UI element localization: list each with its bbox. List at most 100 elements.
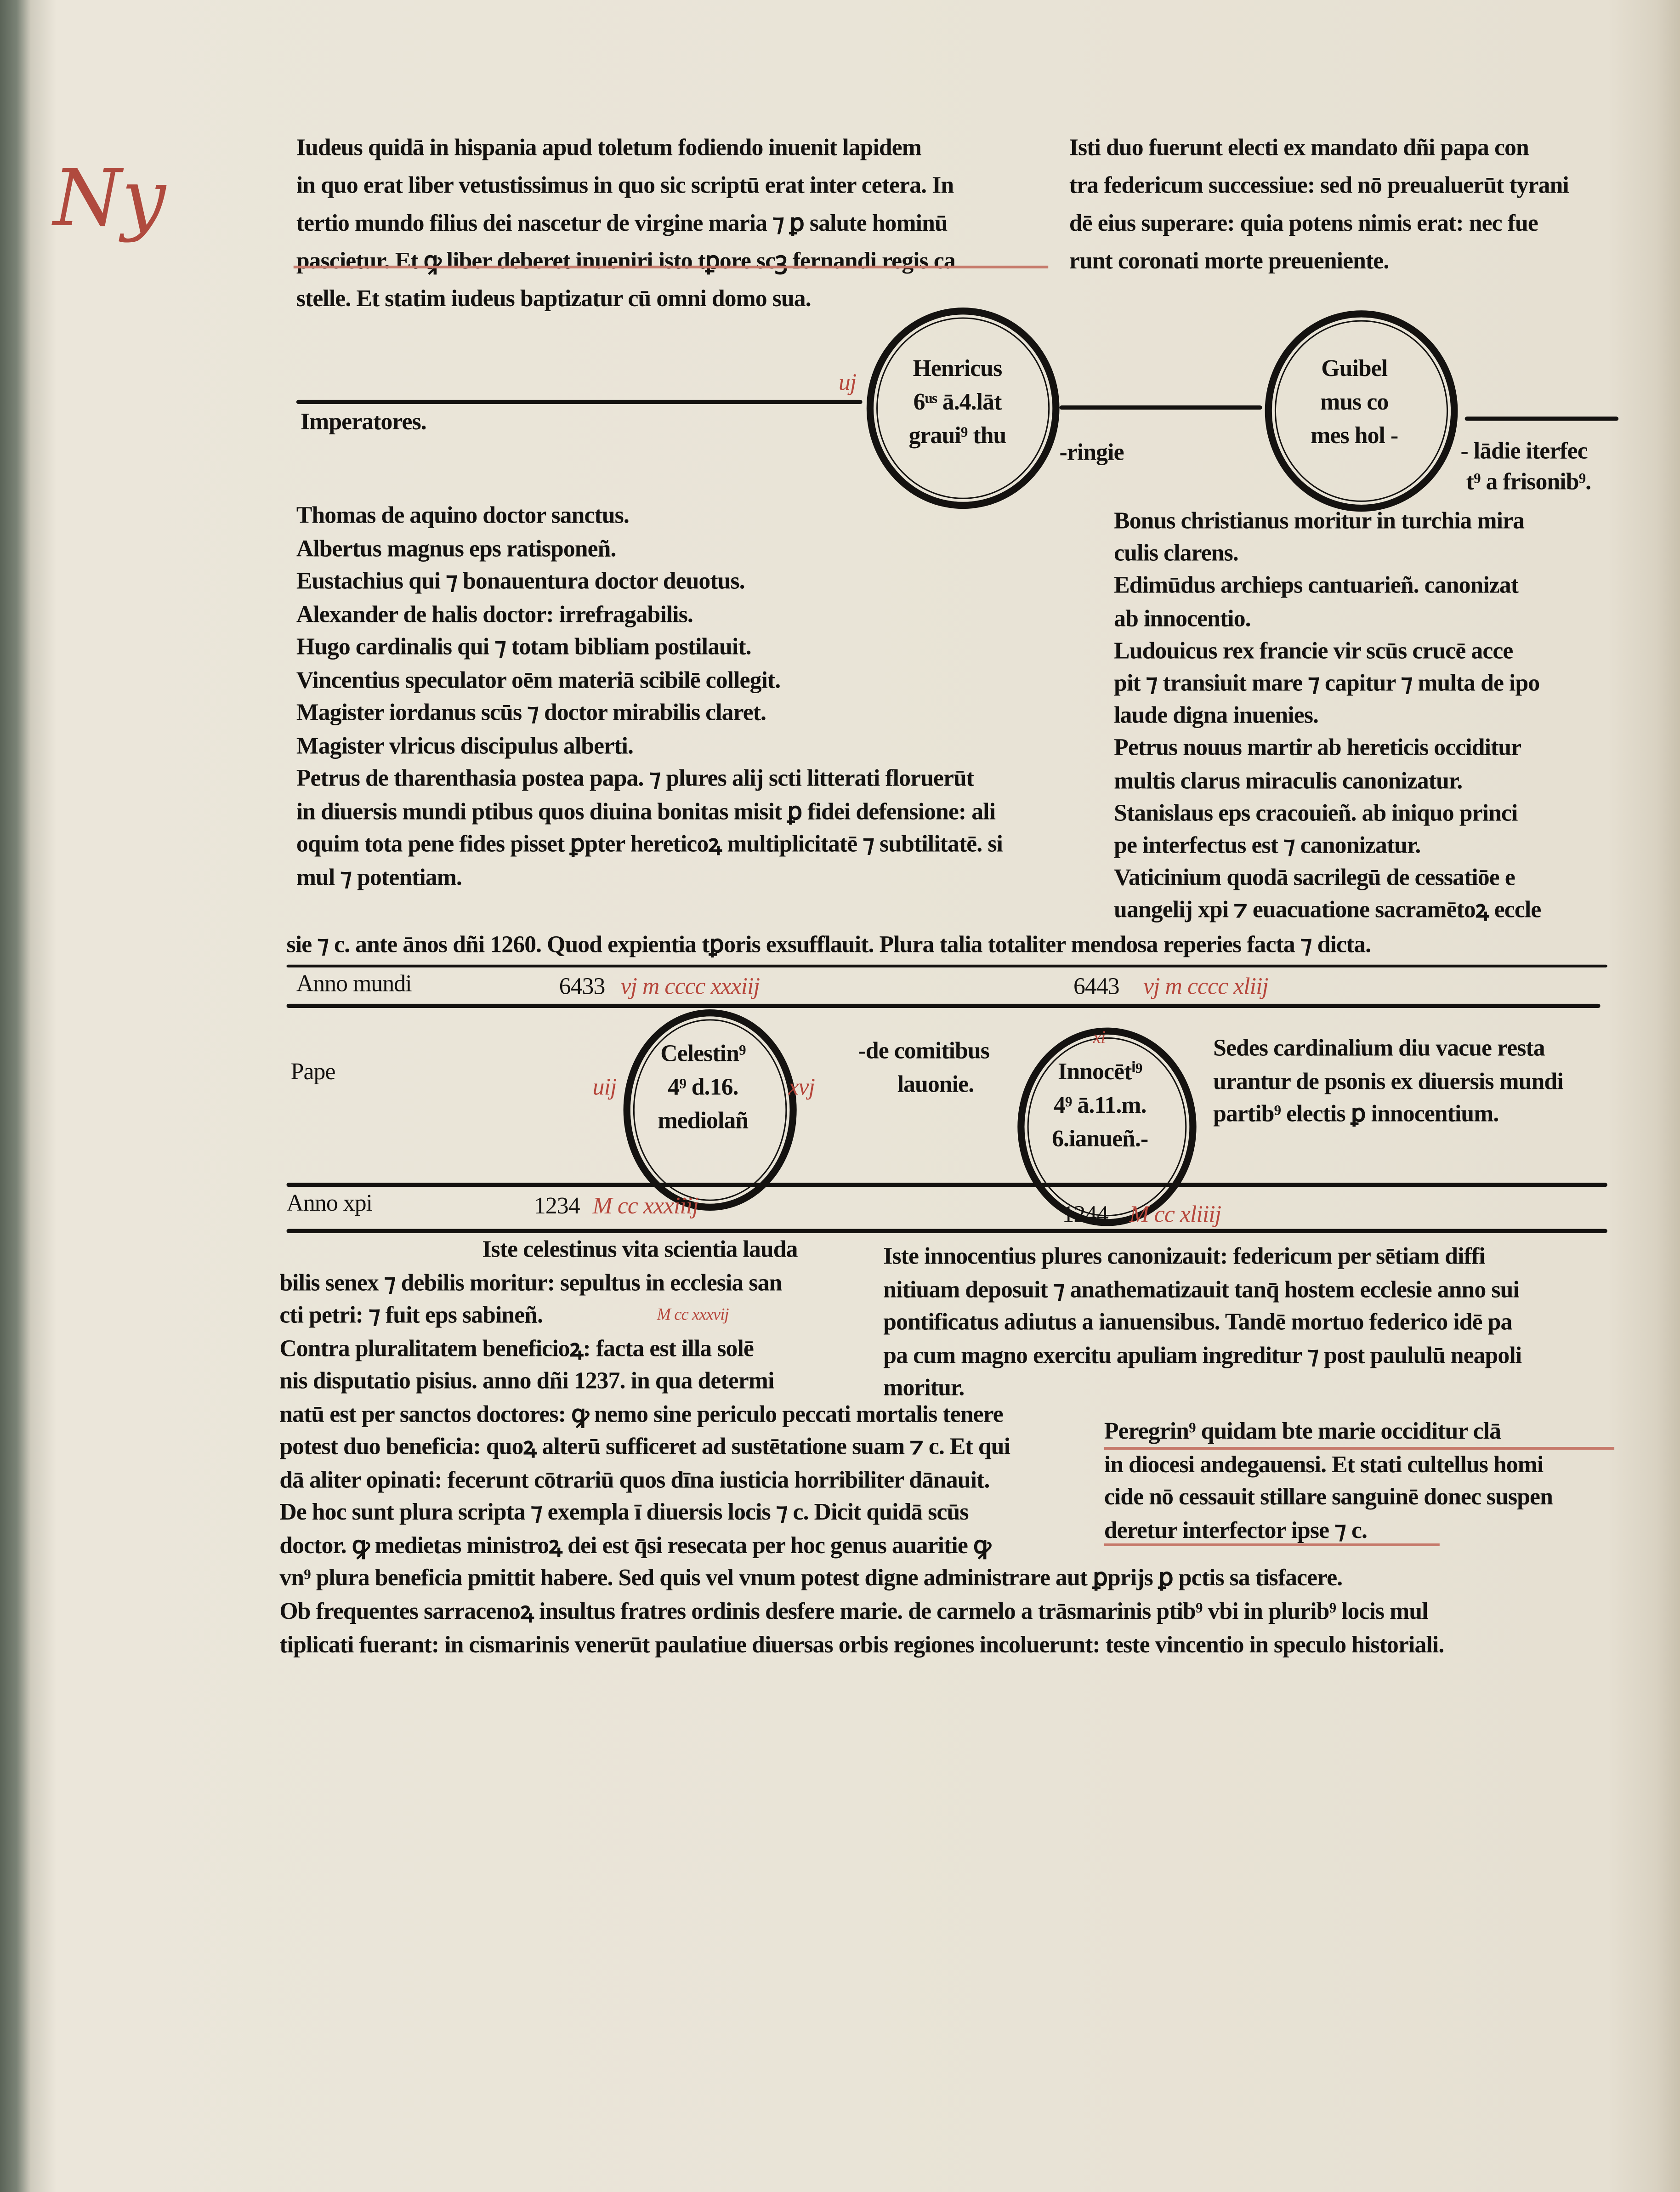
text-full-line-block: sie ⁊ c. ante ānos dñi 1260. Quod expien… — [287, 928, 1607, 961]
text-line: tra federicum successiue: sed nō preualu… — [1069, 172, 1569, 199]
list-item: Stanislaus eps cracouieñ. ab iniquo prin… — [1114, 799, 1518, 826]
text-line: Guibel — [1321, 355, 1388, 382]
red-year: vj m cccc xliij — [1143, 973, 1269, 1000]
medallion-text: Henricus 6ᵘˢ ā.4.lāt graui⁹ thu — [880, 352, 1034, 453]
text-line: Isti duo fuerunt electi ex mandato dñi p… — [1069, 134, 1529, 161]
text-line: mediolañ — [658, 1107, 749, 1134]
label-pape: Pape — [290, 1058, 336, 1085]
list-events: Bonus christianus moritur in turchia mir… — [1114, 505, 1614, 926]
text-line: deretur interfector ipse ⁊ c. — [1104, 1516, 1368, 1543]
text-line: Iste innocentius plures canonizauit: fed… — [883, 1242, 1485, 1270]
list-item: Thomas de aquino doctor sanctus. — [296, 501, 630, 529]
text-line: dā aliter opinati: fecerunt cōtrariū quo… — [279, 1466, 990, 1492]
text-line: Ob frequentes sarracenoꝝ insultus fratre… — [279, 1598, 1428, 1625]
text-line: nis disputatio pisius. anno dñi 1237. in… — [279, 1367, 774, 1394]
red-underline — [293, 265, 1049, 268]
text-line: in diocesi andegauensi. Et stati cultell… — [1104, 1450, 1544, 1477]
text-line: cti petri: ⁊ fuit eps sabineñ. — [279, 1301, 543, 1328]
list-item: multis clarus miraculis canonizatur. — [1114, 767, 1463, 794]
red-annotation: uij — [592, 1073, 617, 1100]
text-line: mes hol - — [1311, 422, 1398, 449]
timeline-rule — [286, 1003, 1601, 1008]
timeline-rule — [286, 1183, 1607, 1187]
list-item: Magister vlricus discipulus alberti. — [296, 732, 634, 759]
text-line: bilis senex ⁊ debilis moritur: sepultus … — [279, 1269, 782, 1296]
red-year: M cc xliiij — [1129, 1201, 1222, 1228]
list-item: culis clarens. — [1114, 540, 1239, 567]
text-line: stelle. Et statim iudeus baptizatur cū o… — [296, 285, 812, 312]
text-line: mus co — [1320, 388, 1389, 416]
list-item: Hugo cardinalis qui ⁊ totam bibliam post… — [296, 633, 752, 660]
text-line: cide nō cessauit stillare sanguinē donec… — [1104, 1483, 1553, 1510]
medallion-text: Guibel mus co mes hol - — [1277, 352, 1431, 453]
text-line: De hoc sunt plura scripta ⁊ exempla ī di… — [279, 1498, 969, 1526]
list-item: Edimūdus archieps cantuarieñ. canonizat — [1114, 572, 1519, 599]
text-full-line: sie ⁊ c. ante ānos dñi 1260. Quod expien… — [286, 931, 1372, 958]
marginal-initial: Ny — [53, 154, 166, 245]
red-underline — [1104, 1543, 1440, 1546]
list-item: mul ⁊ potentiam. — [296, 863, 462, 890]
text-line: nitiuam deposuit ⁊ anathematizauit tanq̄… — [883, 1275, 1520, 1303]
red-underline — [1104, 1447, 1615, 1449]
list-item: Petrus de tharenthasia postea papa. ⁊ pl… — [296, 764, 974, 791]
red-annotation: uj — [838, 369, 857, 396]
list-item: pit ⁊ transiuit mare ⁊ capitur ⁊ multa d… — [1114, 669, 1540, 696]
text-line: urantur de psonis ex diuersis mundi — [1213, 1067, 1564, 1094]
list-item: uangelij xpi ⁊ euacuatione sacramētoꝝ ec… — [1114, 896, 1541, 923]
text-line: partib⁹ electis ꝑ innocentium. — [1213, 1100, 1499, 1127]
list-item: in diuersis mundi ptibus quos diuina bon… — [296, 797, 996, 825]
text-continuation: - lādie iterfec t⁹ a frisonib⁹. — [1460, 436, 1617, 498]
list-item: Albertus magnus eps ratisponeñ. — [296, 535, 617, 562]
text-line: pontificatus adiutus a ianuensibus. Tand… — [883, 1308, 1512, 1335]
red-annotation: xvj — [788, 1073, 815, 1100]
text-line: potest duo beneficia: quoꝝ alterū suffic… — [279, 1433, 1010, 1460]
list-item: Petrus nouus martir ab hereticis occidit… — [1114, 734, 1521, 761]
text-line: Celestin⁹ — [660, 1040, 746, 1067]
red-year: M cc xxxiiij — [592, 1192, 699, 1219]
timeline-rule — [1464, 416, 1619, 421]
list-item: Vaticinium quodā sacrilegū de cessatiōe … — [1114, 864, 1515, 891]
text-line: Innocētⁱ⁹ — [1058, 1058, 1142, 1085]
text-line: Iste celestinus vita scientia lauda — [482, 1235, 798, 1263]
text-line: doctor. ꝙ medietas ministroꝝ dei est q̄s… — [279, 1532, 991, 1558]
text-line: 4⁹ d.16. — [668, 1073, 738, 1100]
text-line: natū est per sanctos doctores: ꝙ nemo si… — [279, 1400, 1003, 1427]
text-ringie: -ringie — [1059, 439, 1124, 466]
year-mundi: 6443 — [1073, 973, 1120, 1000]
list-doctors: Thomas de aquino doctor sanctus. Albertu… — [296, 499, 1093, 894]
list-item: Ludouicus rex francie vir scūs crucē acc… — [1114, 637, 1513, 664]
list-item: laude digna inuenies. — [1114, 702, 1319, 729]
text-line: vn⁹ plura beneficia pmittit habere. Sed … — [279, 1564, 1343, 1591]
text-line: Sedes cardinalium diu vacue resta — [1213, 1034, 1545, 1061]
list-item: oquim tota pene fides pisset ꝑpter heret… — [296, 830, 1003, 857]
list-item: ab innocentio. — [1114, 604, 1251, 632]
year-mundi: 6433 — [559, 973, 606, 1000]
timeline-rule — [1059, 405, 1262, 410]
text-de-comitibus: -de comitibus lauonie. — [858, 1035, 990, 1100]
paragraph-sedes: Sedes cardinalium diu vacue resta urantu… — [1213, 1032, 1614, 1130]
medallion-text: Innocētⁱ⁹ 4⁹ ā.11.m. 6.ianueñ.- — [1024, 1055, 1175, 1156]
text-line: dē eius superare: quia potens nimis erat… — [1069, 210, 1538, 237]
red-year: vj m cccc xxxiij — [620, 973, 760, 1000]
paragraph-innocentius: Iste innocentius plures canonizauit: fed… — [883, 1240, 1614, 1404]
paragraph-celestinus: Iste celestinus vita scientia lauda bili… — [279, 1233, 1343, 1594]
text-line: graui⁹ thu — [908, 422, 1007, 449]
text-line: -de comitibus — [858, 1037, 990, 1064]
label-imperatores: Imperatores. — [300, 408, 427, 435]
red-annotation: xi — [1093, 1026, 1106, 1048]
red-annotation: M cc xxxvij — [657, 1304, 729, 1324]
list-item: pe interfectus est ⁊ canonizatur. — [1114, 831, 1421, 859]
timeline-rule — [286, 964, 1607, 968]
text-line: - lādie iterfec — [1460, 438, 1588, 464]
text-line: moritur. — [883, 1374, 965, 1401]
paragraph-carmelites: Ob frequentes sarracenoꝝ insultus fratre… — [279, 1595, 1614, 1661]
text-line: tertio mundo filius dei nascetur de virg… — [296, 210, 948, 237]
timeline-rule — [296, 399, 863, 404]
text-line: Contra pluralitatem beneficioꝝ: facta es… — [279, 1334, 754, 1361]
text-line: Peregrin⁹ quidam bte marie occiditur clā — [1104, 1418, 1501, 1444]
year-christi: 1244 — [1062, 1201, 1109, 1228]
text-line: pascietur. Et ꝙ liber deberet inueniri i… — [296, 247, 956, 274]
label-anno-mundi: Anno mundi — [296, 970, 412, 997]
text-line: 4⁹ ā.11.m. — [1053, 1092, 1147, 1119]
